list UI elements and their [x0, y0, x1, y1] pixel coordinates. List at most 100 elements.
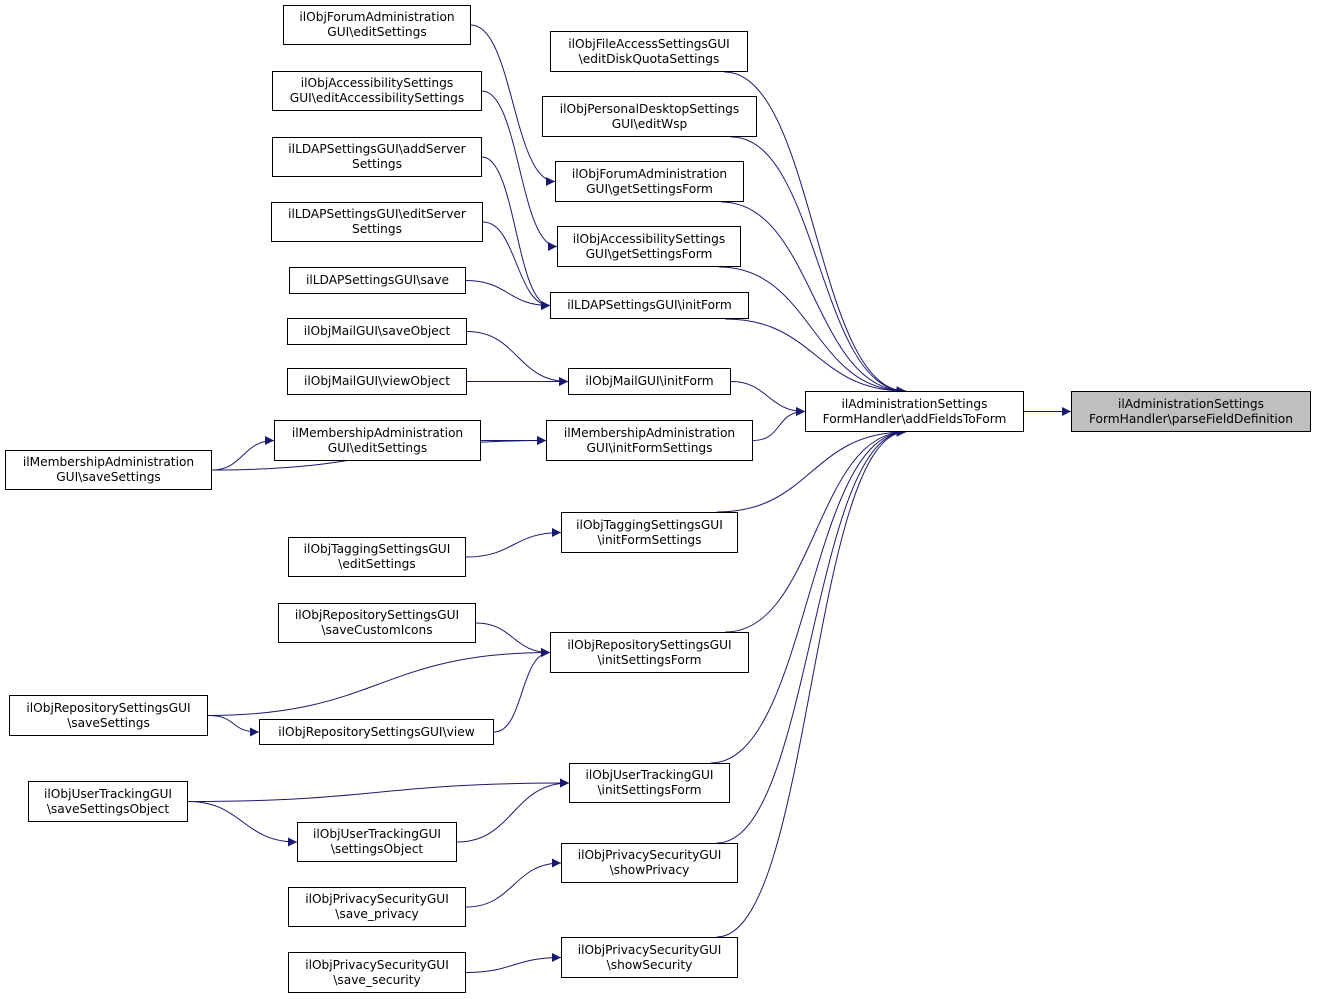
- node-line-2: \save_privacy: [335, 907, 419, 921]
- node-mail-init-form[interactable]: ilObjMailGUI\initForm: [568, 368, 731, 395]
- node-line-1: ilObjAccessibilitySettings: [300, 76, 454, 90]
- node-line-1: ilObjRepositorySettingsGUI: [567, 637, 732, 652]
- edge-privShowPrivacy-to-addFields: [716, 427, 906, 844]
- node-line-2: \saveSettingsObject: [46, 801, 170, 816]
- node-mail-save-object[interactable]: ilObjMailGUI\saveObject: [287, 318, 467, 345]
- node-line-1: ilObjPrivacySecurityGUI: [577, 942, 722, 957]
- node-privacy-show-privacy[interactable]: ilObjPrivacySecurityGUI\showPrivacy: [561, 843, 738, 883]
- edge-repoSave-to-repoView: [207, 715, 260, 737]
- edge-personalDesktop-to-addFields: [731, 136, 906, 396]
- node-line-1: ilMembershipAdministration: [563, 425, 736, 440]
- node-line-1: ilObjMailGUI\initForm: [585, 374, 714, 388]
- node-line-2: GUI\getSettingsForm: [585, 246, 713, 261]
- edge-repoSaveIcons-to-repoInitForm: [475, 622, 551, 657]
- edge-forumEdit-to-forumGetForm: [470, 24, 556, 186]
- edge-mailInitForm-to-addFields: [730, 381, 806, 416]
- node-line-2: \initSettingsForm: [597, 652, 702, 667]
- node-user-tracking-init-settings-form[interactable]: ilObjUserTrackingGUI\initSettingsForm: [569, 763, 730, 803]
- edge-ldapInitForm-to-addFields: [725, 318, 906, 396]
- node-line-2: FormHandler\parseFieldDefinition: [1088, 411, 1293, 426]
- node-user-tracking-settings-object[interactable]: ilObjUserTrackingGUI\settingsObject: [297, 822, 457, 862]
- edge-mailSave-to-mailInitForm: [466, 331, 569, 386]
- node-line-1: ilMembershipAdministration: [291, 425, 464, 440]
- node-line-1: ilLDAPSettingsGUI\editServer: [288, 207, 466, 221]
- edge-userTrackSave-to-userTrackInitForm: [187, 778, 570, 802]
- node-ldap-init-form[interactable]: ilLDAPSettingsGUI\initForm: [550, 292, 749, 319]
- node-line-1: ilObjRepositorySettingsGUI: [294, 608, 460, 622]
- node-privacy-save-privacy[interactable]: ilObjPrivacySecurityGUI\save_privacy: [288, 887, 466, 927]
- edge-taggingEdit-to-taggingInitForm: [465, 528, 562, 558]
- node-line-2: GUI\editAccessibilitySettings: [289, 91, 465, 105]
- node-line-1: ilObjPrivacySecurityGUI: [305, 892, 449, 906]
- node-line-2: GUI\editSettings: [327, 440, 428, 455]
- node-line-1: ilObjTaggingSettingsGUI: [576, 517, 723, 532]
- node-repository-init-settings-form[interactable]: ilObjRepositorySettingsGUI\initSettingsF…: [550, 632, 749, 673]
- node-line-2: GUI\editWsp: [611, 116, 688, 131]
- edge-repoInitForm-to-addFields: [725, 427, 906, 633]
- node-tagging-edit-settings[interactable]: ilObjTaggingSettingsGUI\editSettings: [288, 537, 466, 577]
- edge-ldapSave-to-ldapInitForm: [465, 280, 551, 310]
- edge-forumGetForm-to-addFields: [721, 201, 906, 396]
- node-line-1: ilObjPrivacySecurityGUI: [305, 957, 449, 972]
- node-ldap-save[interactable]: ilLDAPSettingsGUI\save: [289, 267, 466, 294]
- edge-memberInitForm-to-addFields: [752, 407, 806, 441]
- node-line-1: ilObjRepositorySettingsGUI: [26, 700, 191, 715]
- edge-fileAccess-to-addFields: [724, 71, 906, 396]
- node-mail-view-object[interactable]: ilObjMailGUI\viewObject: [287, 368, 467, 395]
- edge-repoView-to-repoInitForm: [493, 648, 551, 733]
- node-repository-save-settings[interactable]: ilObjRepositorySettingsGUI\saveSettings: [9, 695, 208, 736]
- node-repository-view[interactable]: ilObjRepositorySettingsGUI\view: [259, 719, 494, 745]
- node-privacy-show-security[interactable]: ilObjPrivacySecurityGUI\showSecurity: [561, 937, 738, 978]
- node-line-1: ilLDAPSettingsGUI\save: [305, 273, 449, 287]
- node-line-1: ilObjForumAdministration: [299, 10, 455, 24]
- node-line-2: \showPrivacy: [609, 863, 690, 877]
- node-privacy-save-security[interactable]: ilObjPrivacySecurityGUI\save_security: [288, 952, 466, 993]
- node-line-2: GUI\initFormSettings: [586, 440, 713, 455]
- node-line-1: ilObjFileAccessSettingsGUI: [568, 36, 730, 51]
- node-line-2: \saveCustomIcons: [321, 623, 433, 637]
- edge-taggingInitForm-to-addFields: [716, 427, 906, 513]
- edge-userTrackInitForm-to-addFields: [710, 427, 906, 764]
- node-repository-save-custom-icons[interactable]: ilObjRepositorySettingsGUI\saveCustomIco…: [278, 603, 476, 643]
- node-line-1: ilLDAPSettingsGUI\addServer: [288, 142, 466, 156]
- node-line-2: \editDiskQuotaSettings: [578, 51, 720, 66]
- node-line-1: ilMembershipAdministration: [22, 455, 195, 469]
- edge-privSavePrivacy-to-privShowPrivacy: [465, 858, 562, 908]
- node-line-1: ilObjRepositorySettingsGUI\view: [278, 724, 475, 739]
- node-line-2: \save_security: [333, 972, 421, 987]
- node-line-2: GUI\getSettingsForm: [586, 181, 713, 196]
- node-tagging-init-form-settings[interactable]: ilObjTaggingSettingsGUI\initFormSettings: [561, 512, 738, 553]
- node-line-1: ilObjAccessibilitySettings: [572, 231, 726, 246]
- edge-accessGetForm-to-addFields: [718, 266, 906, 396]
- node-line-2: FormHandler\addFieldsToForm: [822, 411, 1007, 426]
- node-line-1: ilLDAPSettingsGUI\initForm: [567, 298, 732, 312]
- node-line-1: ilObjUserTrackingGUI: [44, 786, 172, 801]
- node-line-2: \initFormSettings: [597, 532, 702, 547]
- edge-privSaveSecurity-to-privShowSecurity: [465, 953, 562, 973]
- node-line-2: \editSettings: [338, 557, 416, 571]
- edge-userTrackSettings-to-userTrackInitForm: [456, 778, 570, 843]
- node-user-tracking-save-settings-object[interactable]: ilObjUserTrackingGUI\saveSettingsObject: [28, 781, 188, 822]
- node-file-access-edit-disk-quota[interactable]: ilObjFileAccessSettingsGUI\editDiskQuota…: [550, 31, 748, 72]
- edge-memberSave-to-memberEdit: [211, 436, 275, 471]
- edge-repoSave-to-repoInitForm: [207, 648, 551, 716]
- node-line-1: ilObjUserTrackingGUI: [585, 768, 714, 782]
- edge-privShowSecurity-to-addFields: [716, 427, 906, 938]
- node-line-2: Settings: [352, 222, 402, 236]
- node-line-2: GUI\saveSettings: [56, 470, 161, 484]
- node-line-1: ilObjPrivacySecurityGUI: [577, 848, 722, 862]
